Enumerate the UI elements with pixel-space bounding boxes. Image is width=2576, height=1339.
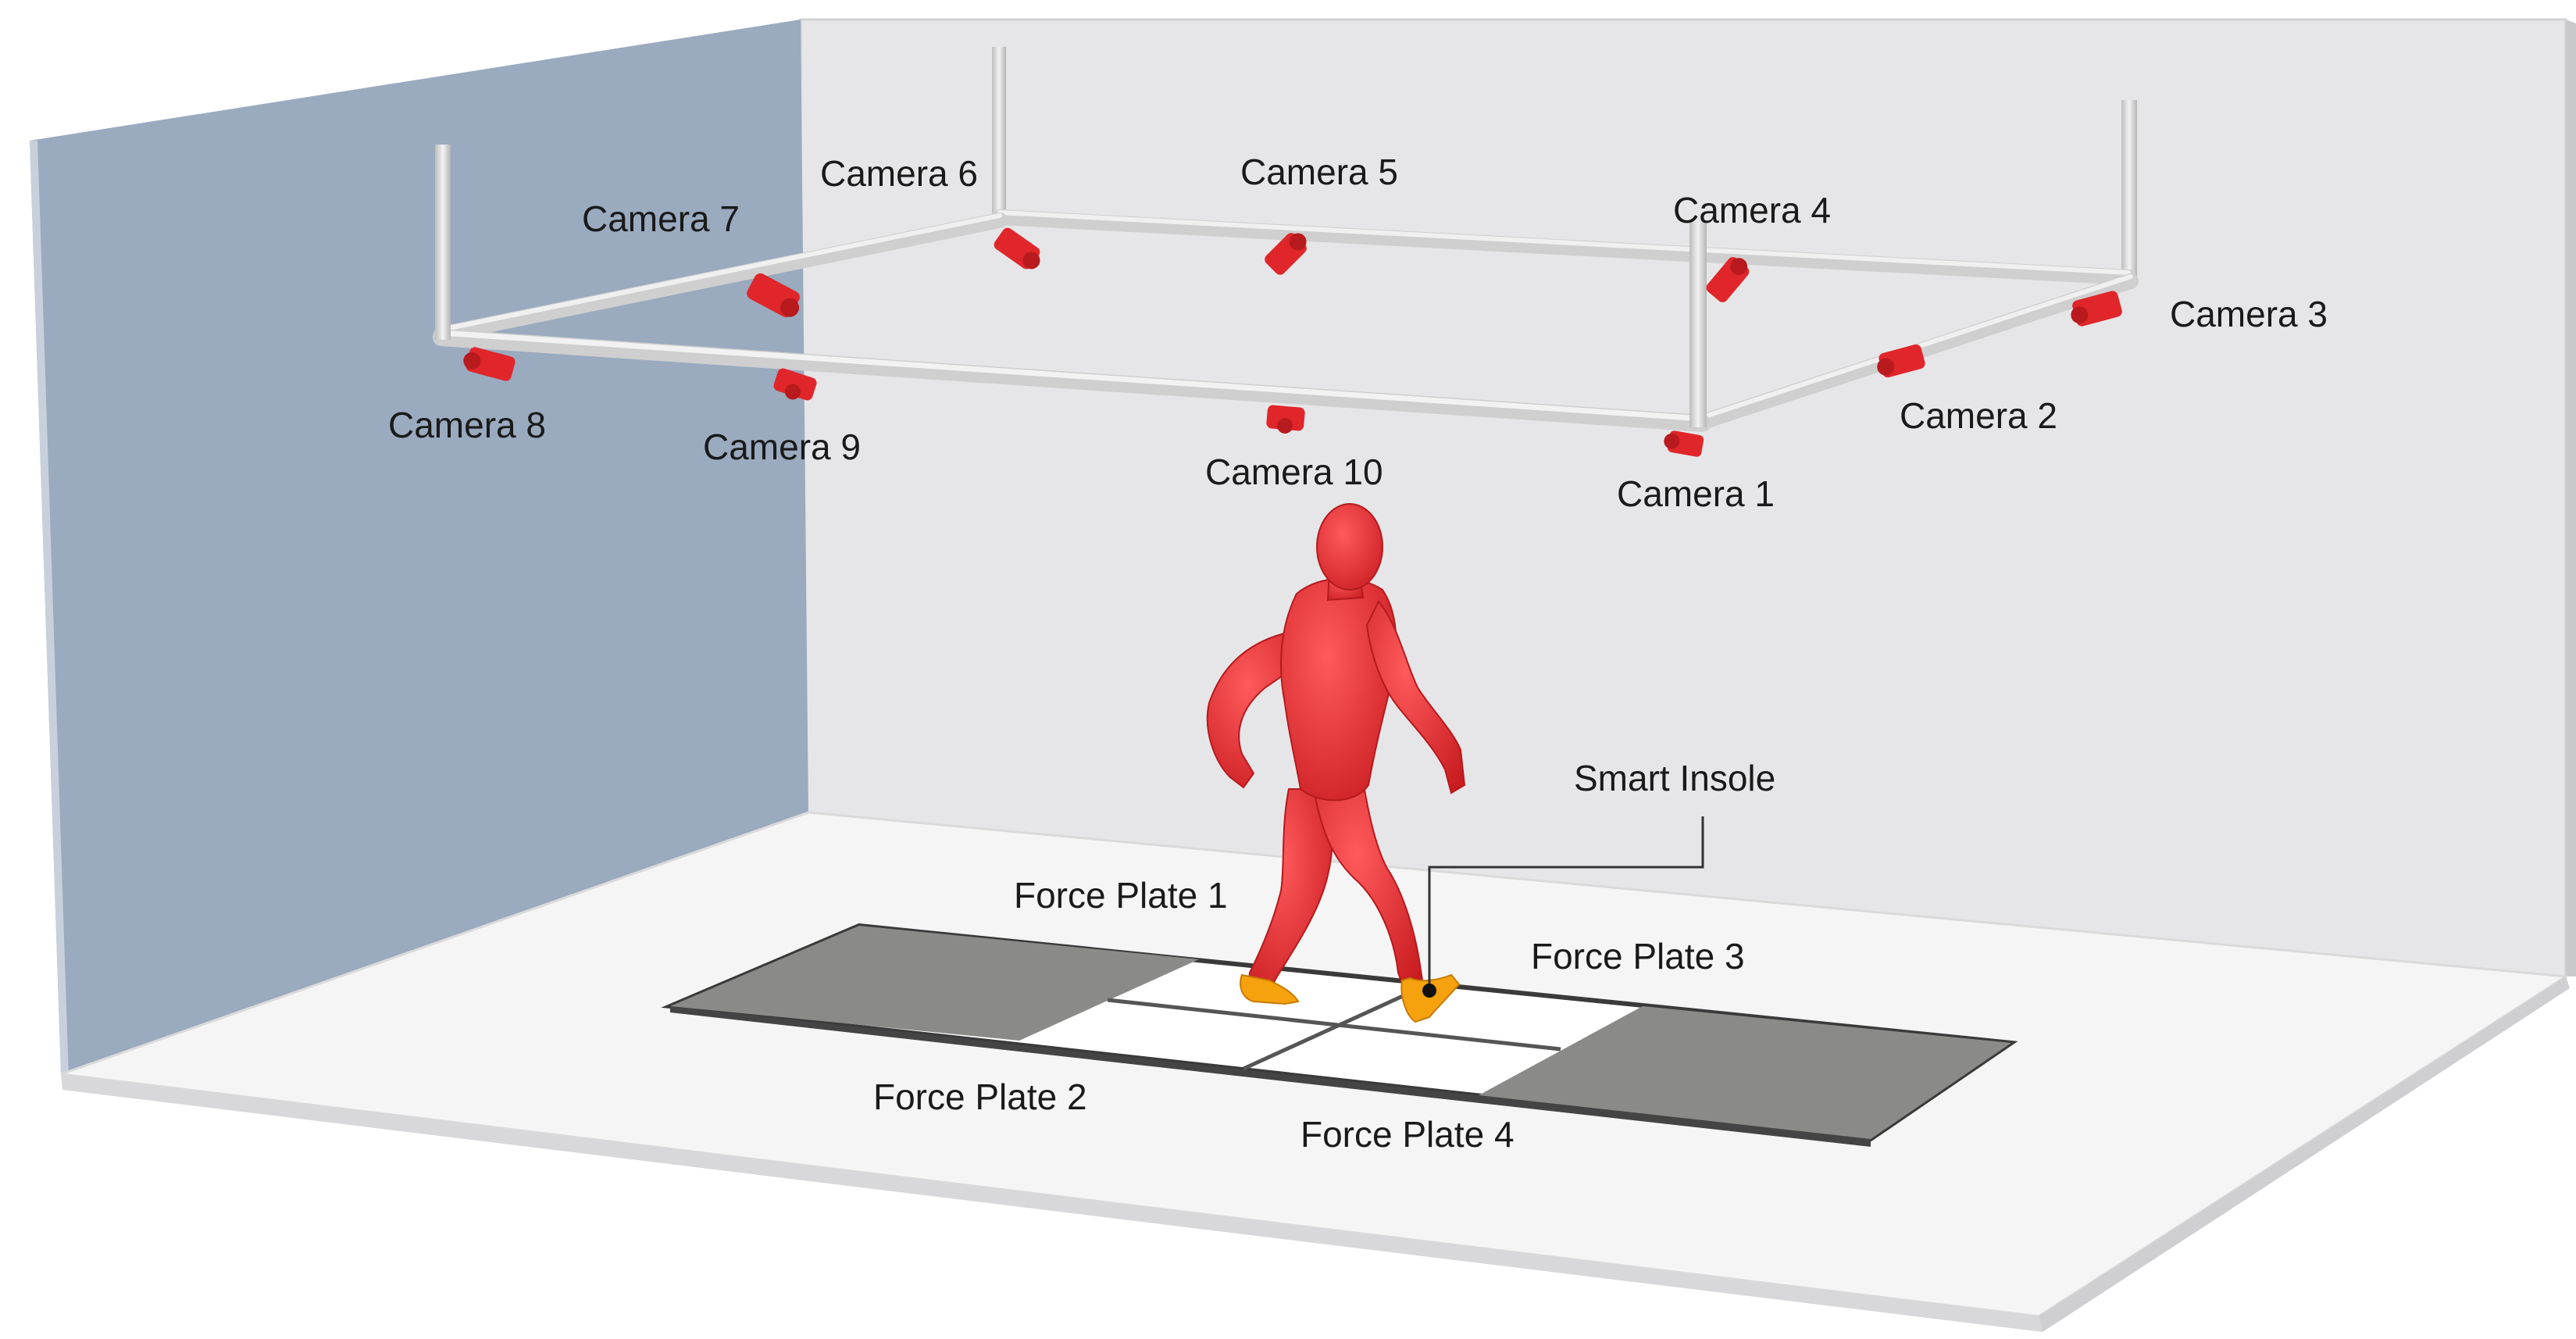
camera-2-unit xyxy=(1877,344,1925,378)
left-wall xyxy=(30,20,808,1074)
camera-4-unit xyxy=(1706,257,1750,302)
walkway-base-edge xyxy=(670,1006,1871,1147)
rig-post-back-right xyxy=(2121,100,2137,281)
camera-1-label: Camera 1 xyxy=(1617,473,1775,514)
dark-plate-right xyxy=(1479,1006,2011,1139)
camera-7-unit xyxy=(747,273,800,318)
figure-head xyxy=(1316,503,1383,591)
force-plate-divider-short xyxy=(1242,985,1423,1071)
camera-rig xyxy=(433,47,2139,432)
figure-torso xyxy=(1280,577,1397,802)
rig-post-back-left xyxy=(992,47,1006,220)
smart-insole-marker-dot xyxy=(1422,984,1436,998)
force-plate-4-label: Force Plate 4 xyxy=(1300,1114,1515,1155)
camera-9-unit xyxy=(773,368,817,401)
camera-8-label: Camera 8 xyxy=(388,405,546,445)
camera-2-label: Camera 2 xyxy=(1900,395,2057,436)
rig-rail-back xyxy=(992,209,2136,285)
floor-front-edge xyxy=(61,1074,2043,1332)
camera-8-unit xyxy=(463,347,516,381)
rig-rail-left-highlight xyxy=(439,213,1002,332)
force-plate-divider-long xyxy=(1107,998,1561,1052)
camera-10-unit xyxy=(1266,405,1305,434)
camera-3-label: Camera 3 xyxy=(2170,294,2328,334)
figure-right-arm xyxy=(1365,600,1466,794)
walking-human-figure xyxy=(1206,503,1466,992)
camera-4-label: Camera 4 xyxy=(1673,190,1831,230)
back-wall-right-edge xyxy=(2566,20,2576,977)
cameras xyxy=(463,227,2122,457)
rig-rail-front xyxy=(433,329,1711,432)
labels: Camera 6 Camera 5 Camera 4 Camera 7 Came… xyxy=(388,152,2328,1155)
camera-5-label: Camera 5 xyxy=(1240,152,1398,192)
dark-plate-left xyxy=(670,926,1199,1041)
force-plate-1-label: Force Plate 1 xyxy=(1014,875,1228,916)
rig-post-front-right xyxy=(1689,223,1707,427)
camera-10-label: Camera 10 xyxy=(1205,452,1383,492)
back-shoe xyxy=(1240,973,1300,1005)
floor-right-edge xyxy=(2039,977,2570,1332)
camera-9-label: Camera 9 xyxy=(703,427,861,467)
front-shoe-smart-insole xyxy=(1400,973,1461,1023)
camera-1-unit xyxy=(1664,430,1704,457)
camera-6-unit xyxy=(994,227,1040,270)
smart-insole-leader-line xyxy=(1428,816,1704,991)
camera-3-unit xyxy=(2071,291,2122,327)
smart-insole-label: Smart Insole xyxy=(1574,758,1775,798)
force-plate-3-label: Force Plate 3 xyxy=(1531,936,1745,977)
rig-post-front-left xyxy=(435,145,451,340)
rig-rail-front-highlight xyxy=(438,330,1706,422)
rig-rail-back-highlight xyxy=(997,210,2131,275)
camera-7-label: Camera 7 xyxy=(582,198,740,239)
camera-6-label: Camera 6 xyxy=(820,153,978,194)
force-plate-platform xyxy=(661,923,2018,1147)
camera-5-unit xyxy=(1265,233,1307,275)
rig-rail-left xyxy=(433,212,1008,342)
left-wall-edge xyxy=(30,141,69,1078)
force-plate-2-label: Force Plate 2 xyxy=(873,1077,1087,1117)
